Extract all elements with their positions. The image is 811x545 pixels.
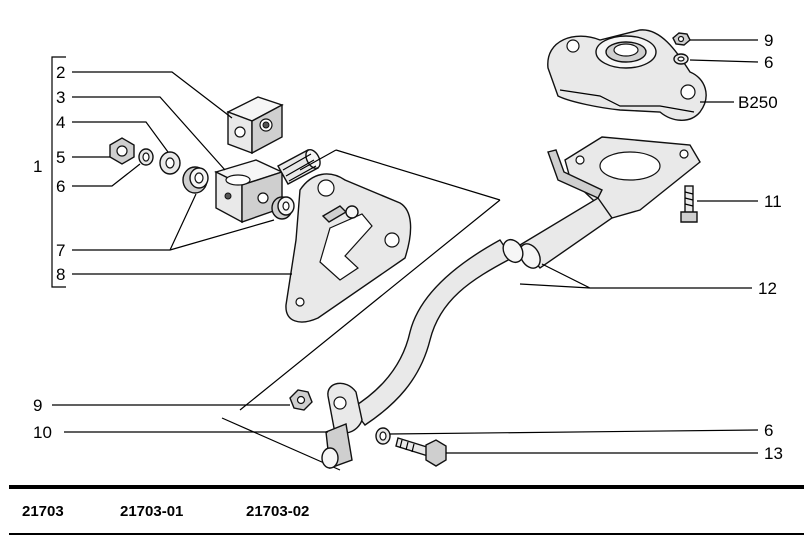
- group-bracket: [51, 56, 66, 288]
- footer-code-2: 21703-01: [120, 503, 183, 520]
- bushing-7b-part: [271, 196, 295, 220]
- callout-b250: B250: [738, 93, 778, 112]
- callout-11: 11: [764, 192, 782, 211]
- callout-8: 8: [56, 265, 65, 284]
- callout-3: 3: [56, 88, 65, 107]
- callout-10: 10: [33, 423, 52, 442]
- detail-frame: [221, 149, 501, 471]
- footer-rule-bottom: [9, 533, 804, 535]
- nut-5-part: [109, 137, 135, 165]
- bracket-plate-part: [285, 173, 412, 323]
- callout-2: 2: [56, 63, 65, 82]
- washer-6-bottom-part: [375, 427, 391, 445]
- callout-9-bottom: 9: [33, 396, 42, 415]
- bushing-7a-part: [182, 166, 209, 194]
- callout-6-bottom: 6: [764, 421, 773, 440]
- callout-1: 1: [33, 157, 42, 176]
- callout-6-top: 6: [764, 53, 773, 72]
- mount-housing-part: [547, 29, 707, 121]
- footer-rule-top: [9, 485, 804, 489]
- callout-7: 7: [56, 241, 65, 260]
- callout-12: 12: [758, 279, 777, 298]
- clevis-part: [321, 382, 363, 469]
- washer-6-top-part: [673, 53, 689, 65]
- callout-6-left: 6: [56, 177, 65, 196]
- bolt-13-part: [395, 437, 447, 467]
- footer-code-3: 21703-02: [246, 503, 309, 520]
- bolt-11-part: [680, 185, 698, 223]
- callout-4: 4: [56, 113, 65, 132]
- callout-5: 5: [56, 148, 65, 167]
- callout-13: 13: [764, 444, 783, 463]
- callout-9-top: 9: [764, 31, 773, 50]
- nut-9-top-part: [672, 32, 691, 46]
- spring-washer-6-part: [138, 148, 154, 166]
- footer-code-1: 21703: [22, 503, 64, 520]
- square-block-part: [226, 96, 284, 155]
- leader-lines: [52, 39, 759, 454]
- washer-4-part: [159, 151, 181, 175]
- nut-9-bottom-part: [289, 389, 313, 411]
- pedal-arm-part: [350, 136, 701, 426]
